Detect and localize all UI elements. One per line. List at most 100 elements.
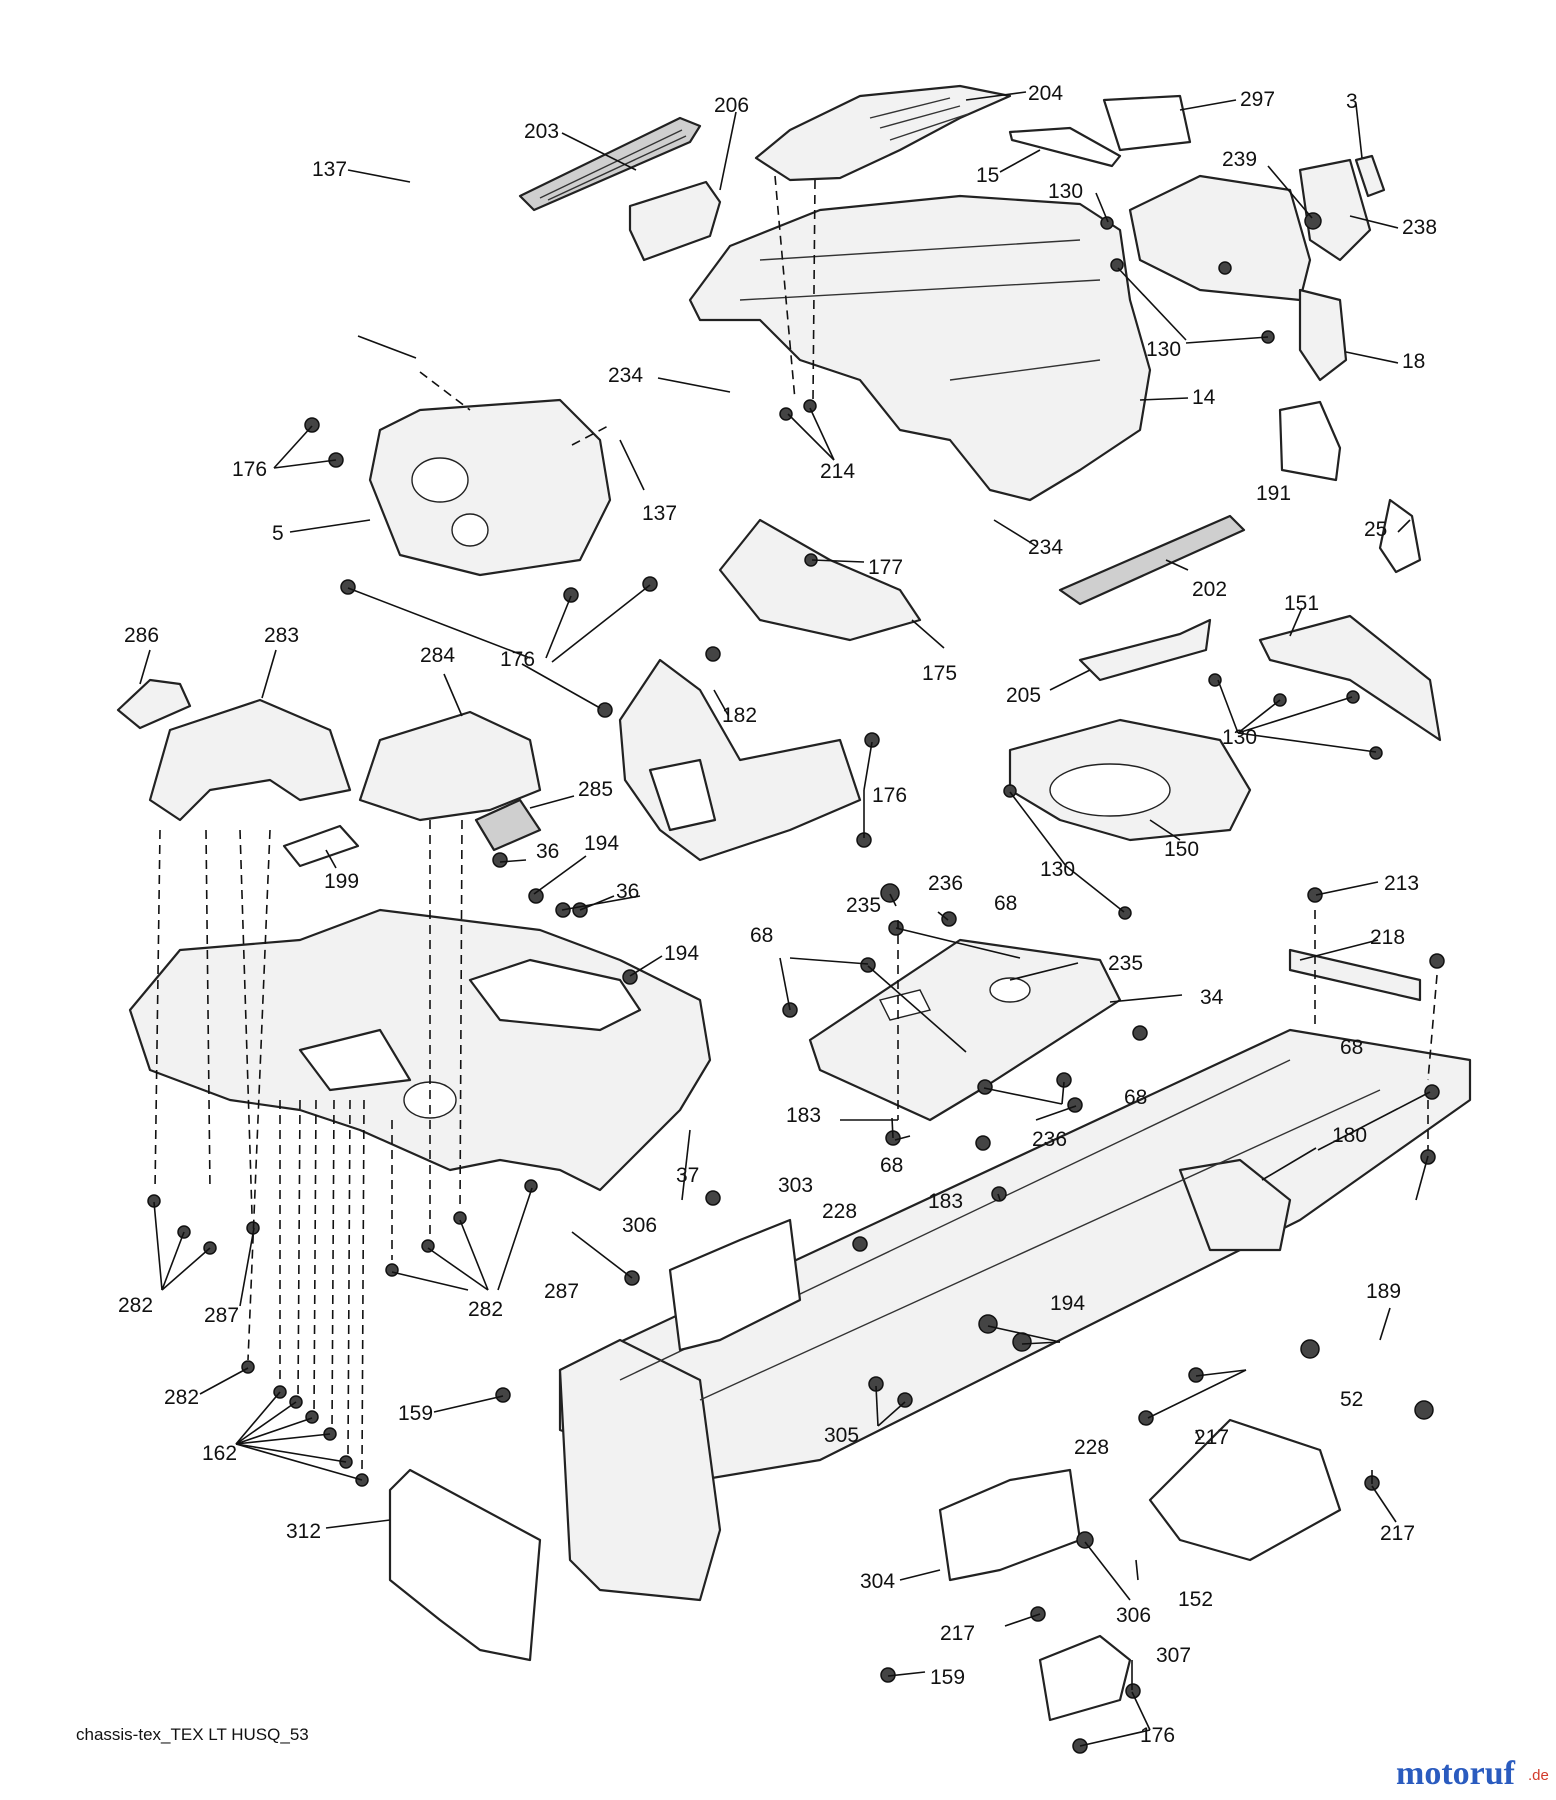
part-cover-191	[1278, 400, 1342, 482]
callout-199: 199	[324, 870, 359, 893]
callout-191: 191	[1256, 482, 1291, 505]
callout-68-a: 68	[994, 892, 1017, 915]
part-floor-pan-37	[128, 908, 712, 1192]
part-dash-5	[368, 398, 612, 577]
callout-218: 218	[1370, 926, 1405, 949]
part-plate-199	[282, 824, 360, 868]
part-frame-180	[558, 1028, 1472, 1602]
part-grille-238	[1128, 158, 1372, 302]
callout-206: 206	[714, 94, 749, 117]
callout-306-b: 306	[1116, 1604, 1151, 1627]
callout-238: 238	[1402, 216, 1437, 239]
part-hood-top-204	[754, 84, 1012, 182]
diagram-caption: chassis-tex_TEX LT HUSQ_53	[76, 1725, 309, 1744]
callout-159-b: 159	[930, 1666, 965, 1689]
callout-18: 18	[1402, 350, 1425, 373]
callout-194-a: 194	[584, 832, 619, 855]
part-bumper-18	[1298, 288, 1348, 382]
callout-137-b: 137	[642, 502, 677, 525]
callout-183-b: 183	[928, 1190, 963, 1213]
callout-68-d: 68	[1124, 1086, 1147, 1109]
callout-303: 303	[778, 1174, 813, 1197]
callout-285: 285	[578, 778, 613, 801]
callout-202: 202	[1192, 578, 1227, 601]
part-housing-150	[1008, 718, 1252, 842]
callout-234-a: 234	[608, 364, 643, 387]
callout-175: 175	[922, 662, 957, 685]
part-cover-307	[1038, 1634, 1132, 1722]
part-strip-15	[1008, 126, 1122, 168]
callout-130-a: 130	[1048, 180, 1083, 203]
part-bracket-304	[938, 1468, 1082, 1582]
callout-305: 305	[824, 1424, 859, 1447]
callout-130-c: 130	[1222, 726, 1257, 749]
part-bracket-218	[1288, 948, 1422, 1002]
part-trim-285	[474, 798, 542, 852]
callout-282-c: 282	[164, 1386, 199, 1409]
callout-152: 152	[1178, 1588, 1213, 1611]
callout-14: 14	[1192, 386, 1216, 409]
part-bracket-303	[668, 1218, 802, 1352]
callout-189-a: 287	[544, 1280, 579, 1303]
watermark-logo: motoruf .de	[1396, 1755, 1549, 1792]
callout-306-a: 306	[622, 1214, 657, 1237]
callout-176-a: 176	[232, 458, 267, 481]
part-shield-152	[1148, 1418, 1342, 1562]
part-fender-284	[358, 710, 542, 822]
callout-204: 204	[1028, 82, 1063, 105]
callout-34: 34	[1200, 986, 1224, 1009]
callout-177: 177	[868, 556, 903, 579]
callout-151: 151	[1284, 592, 1319, 615]
callout-234-b: 234	[1028, 536, 1063, 559]
callout-284: 284	[420, 644, 455, 667]
callout-labels: 203 206 204 297 3 15 130 239 238 130 18 …	[118, 82, 1437, 1747]
part-cover-25	[1378, 498, 1422, 574]
part-console-182	[618, 658, 862, 862]
leader-lines	[139, 91, 1431, 1747]
callout-194-c: 194	[1050, 1292, 1085, 1315]
callout-239: 239	[1222, 148, 1257, 171]
part-cap-297	[1102, 94, 1192, 152]
callout-297: 297	[1240, 88, 1275, 111]
watermark-suffix: .de	[1528, 1767, 1549, 1784]
callout-36-b: 36	[616, 880, 639, 903]
callout-25: 25	[1364, 518, 1387, 541]
callout-52: 52	[1340, 1388, 1363, 1411]
part-grille-trim-203	[518, 116, 702, 212]
part-hood-14	[688, 194, 1152, 502]
callout-205: 205	[1006, 684, 1041, 707]
callout-176-b: 176	[500, 648, 535, 671]
callout-189-b: 217	[1194, 1426, 1229, 1449]
callout-150: 150	[1164, 838, 1199, 861]
part-clip-3	[1354, 154, 1386, 198]
callout-283: 283	[264, 624, 299, 647]
part-fender-283	[148, 698, 352, 822]
callout-189-c: 217	[1380, 1522, 1415, 1545]
callout-15: 15	[976, 164, 999, 187]
callout-130-d: 130	[1040, 858, 1075, 881]
callout-36-a: 36	[536, 840, 559, 863]
callout-287: 287	[204, 1304, 239, 1327]
callout-282-a: 282	[118, 1294, 153, 1317]
callout-162: 162	[202, 1442, 237, 1465]
callout-286: 286	[124, 624, 159, 647]
callout-176-c: 176	[872, 784, 907, 807]
callout-236-a: 236	[928, 872, 963, 895]
callout-213: 213	[1384, 872, 1419, 895]
part-fender-cap-286	[116, 678, 192, 730]
callout-159-a: 159	[398, 1402, 433, 1425]
part-grille-202	[1058, 514, 1246, 606]
callout-235-a: 235	[846, 894, 881, 917]
callout-214: 214	[820, 460, 855, 483]
callout-137-a: 137	[312, 158, 347, 181]
callout-5: 5	[272, 522, 284, 545]
callout-68-e: 68	[880, 1154, 903, 1177]
callout-68-c: 68	[1340, 1036, 1363, 1059]
part-plate-34	[808, 938, 1122, 1122]
callout-304: 304	[860, 1570, 895, 1593]
assembly-lines	[154, 175, 1438, 1471]
part-bracket-151	[1258, 614, 1442, 742]
callout-68-b: 68	[750, 924, 773, 947]
callout-182: 182	[722, 704, 757, 727]
